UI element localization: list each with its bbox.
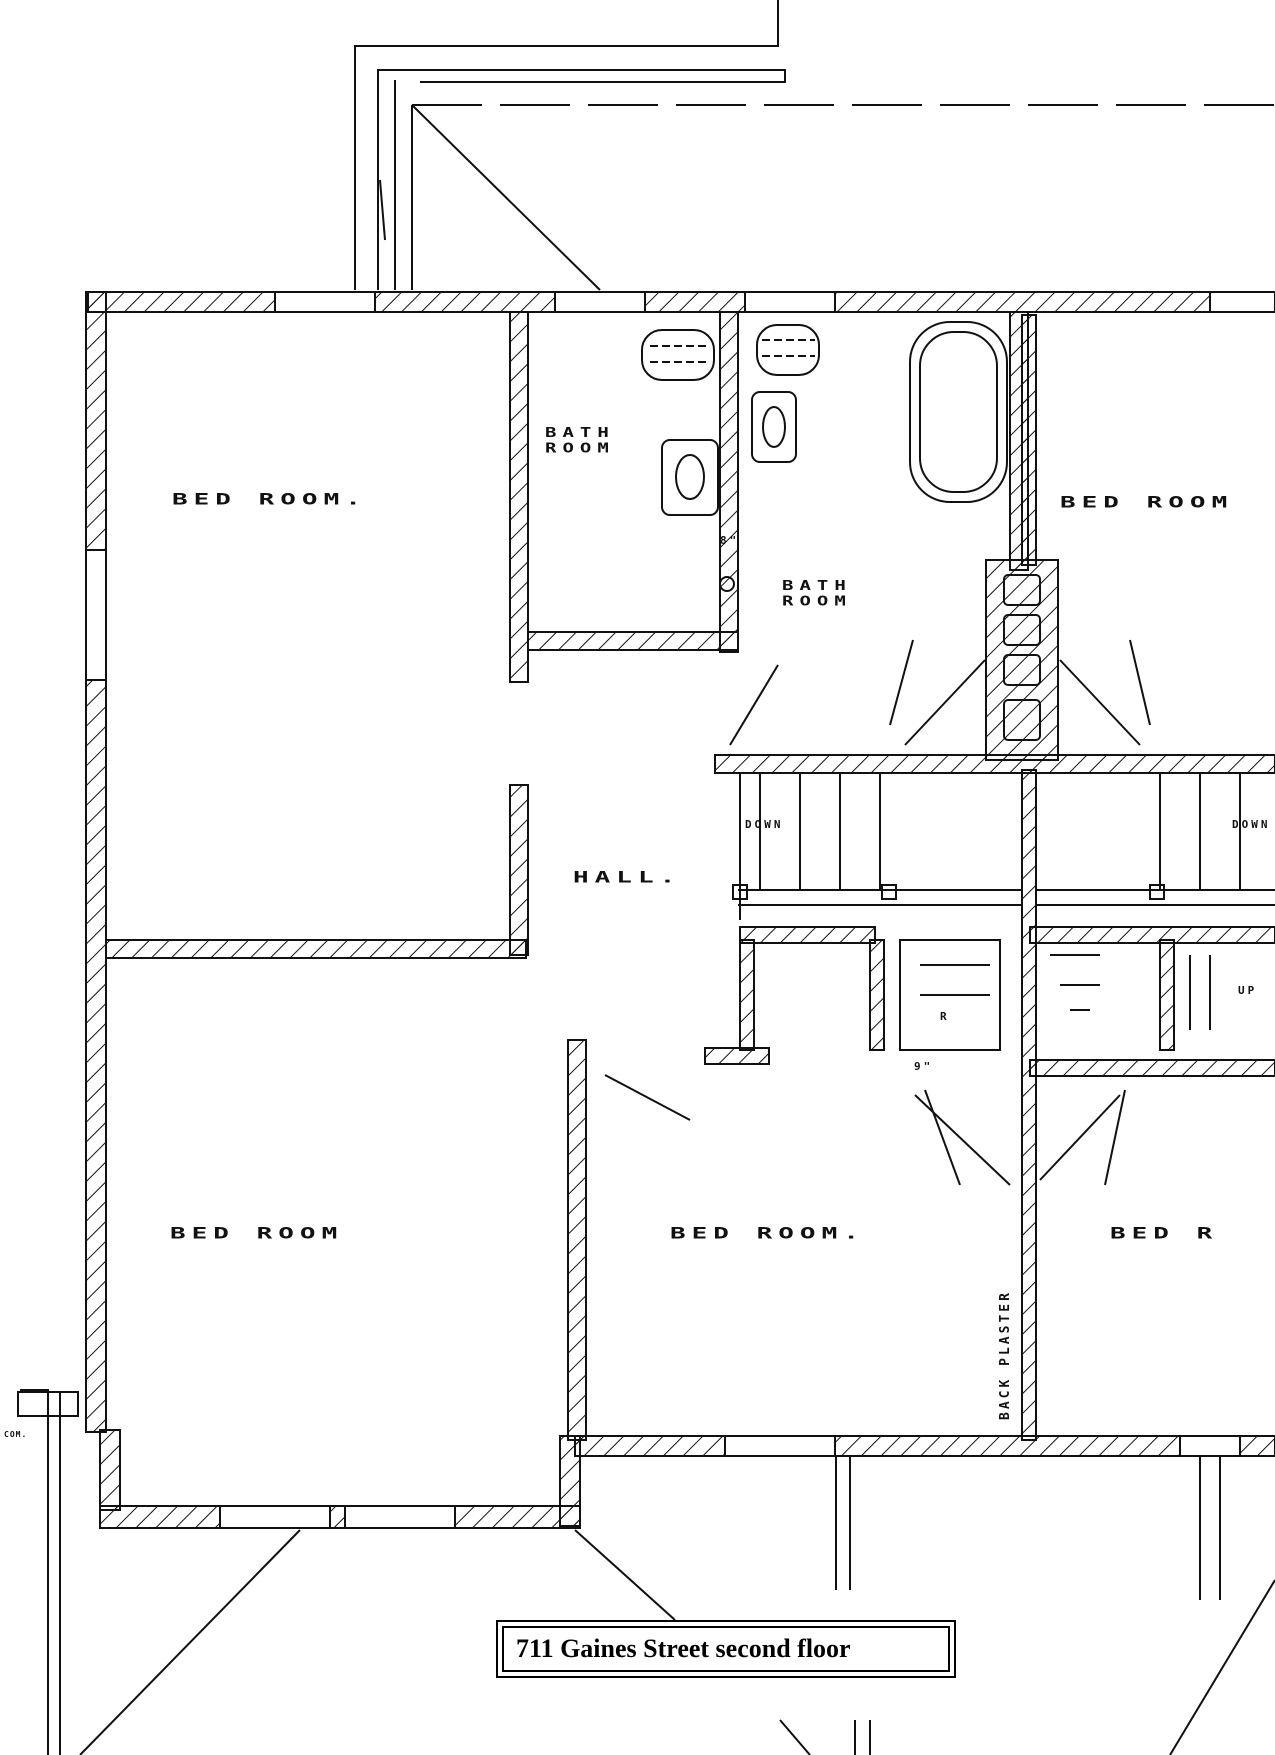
note-com: COM.: [4, 1430, 28, 1439]
label-bath-room-1: BATH ROOM: [545, 425, 615, 456]
note-up-right: UP: [1238, 984, 1258, 997]
top-porch: [354, 0, 1275, 291]
label-hall: HALL.: [573, 868, 682, 887]
bath-fixtures: [641, 321, 1008, 592]
label-bed-room-nw: BED ROOM.: [172, 490, 367, 509]
windows: [85, 291, 1275, 1529]
chimney-flues: [1003, 574, 1041, 741]
note-up-marker: R: [940, 1010, 950, 1023]
door-swings: [20, 639, 1275, 1755]
lower-porch: [17, 1391, 79, 1755]
stairs: [732, 773, 1275, 1051]
note-dim-8: 8": [720, 534, 740, 547]
note-dim-9: 9": [914, 1060, 934, 1073]
label-bed-room-ne: BED ROOM: [1060, 493, 1234, 512]
label-bed-room-se: BED R: [1110, 1224, 1219, 1243]
caption-title: 711 Gaines Street second floor: [502, 1626, 950, 1672]
label-bath-room-2: BATH ROOM: [782, 578, 852, 609]
walls: [85, 291, 1275, 1529]
label-bed-room-sw: BED ROOM: [170, 1224, 344, 1243]
caption-box: 711 Gaines Street second floor: [496, 1620, 956, 1678]
label-bed-room-s: BED ROOM.: [670, 1224, 865, 1243]
note-back-plaster: BACK PLASTER: [998, 1290, 1013, 1420]
note-down-right: DOWN: [1232, 818, 1271, 831]
note-down-left: DOWN: [745, 818, 784, 831]
